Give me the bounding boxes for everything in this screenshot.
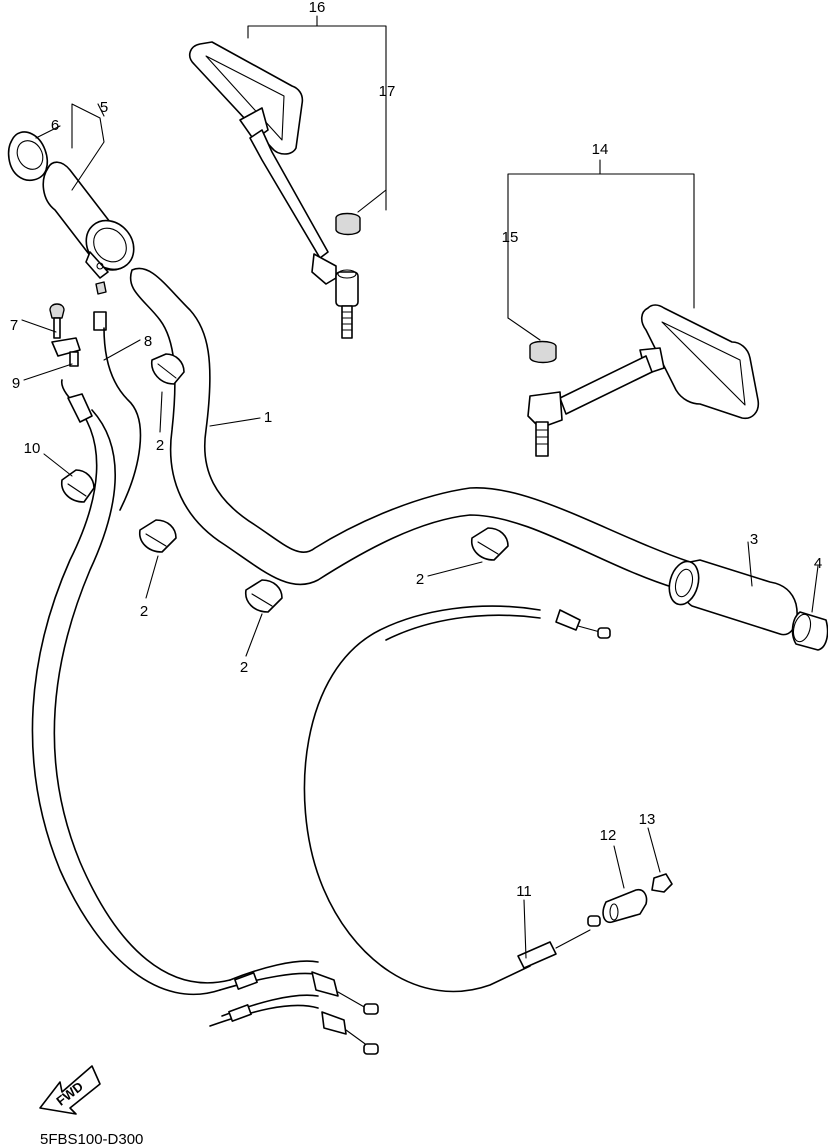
callout-5: 5 — [100, 99, 108, 116]
right-grip-end-cap — [791, 611, 828, 651]
callout-9: 9 — [12, 375, 20, 392]
throttle-cable — [31, 327, 379, 1055]
callout-1: 1 — [264, 409, 272, 426]
callout-2: 2 — [240, 659, 248, 676]
callout-12: 12 — [600, 827, 617, 844]
callout-2: 2 — [156, 437, 164, 454]
throttle-grip — [42, 161, 135, 279]
left-rearview-mirror — [188, 41, 359, 339]
callout-11: 11 — [516, 883, 532, 900]
adjuster-fitting — [93, 281, 107, 331]
handlebar — [129, 267, 691, 589]
diagram-code: 5FBS100-D300 — [40, 1131, 143, 1148]
adjuster-nut — [651, 873, 673, 893]
callout-6: 6 — [51, 117, 59, 134]
cable-clamp-3 — [244, 579, 283, 613]
forward-direction-arrow: FWD — [39, 1065, 101, 1115]
leader-lines — [21, 15, 819, 959]
callout-15: 15 — [502, 229, 519, 246]
callout-3: 3 — [750, 531, 758, 548]
mirror-cap-left — [335, 212, 361, 236]
cable-clamp-1 — [150, 353, 185, 385]
callout-10: 10 — [24, 440, 41, 457]
right-rearview-mirror — [527, 304, 760, 457]
grip-end-cap — [7, 131, 48, 182]
cable-clamp-4 — [470, 527, 509, 561]
callout-8: 8 — [144, 333, 152, 350]
callout-16: 16 — [309, 0, 326, 16]
callout-17: 17 — [379, 83, 396, 100]
clutch-adjuster — [602, 888, 648, 924]
callout-labels: 16 17 14 15 5 6 1 2 2 2 2 3 4 7 8 9 10 1… — [10, 0, 822, 900]
clutch-cable — [303, 605, 611, 993]
right-grip — [668, 559, 798, 636]
callout-4: 4 — [814, 555, 822, 572]
callout-2: 2 — [140, 603, 148, 620]
callout-14: 14 — [592, 141, 609, 158]
callout-13: 13 — [639, 811, 656, 828]
mirror-cap-right — [529, 340, 557, 364]
cable-clamp-5 — [60, 469, 95, 503]
cable-clamp-2 — [138, 519, 177, 553]
callout-2: 2 — [416, 571, 424, 588]
callout-7: 7 — [10, 317, 18, 334]
cable-guide-bolt — [49, 303, 81, 367]
